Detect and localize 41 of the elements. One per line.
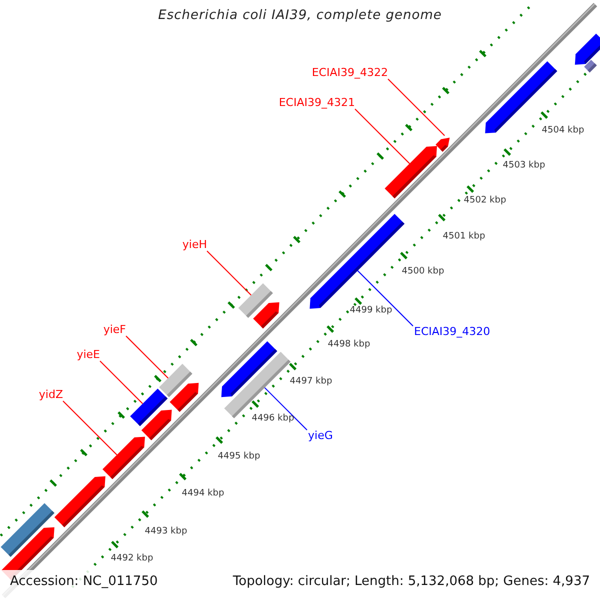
gene-label: ECIAI39_4322: [312, 66, 388, 79]
gene-bar: [170, 382, 199, 412]
tick-label: 4504 kbp: [542, 126, 584, 136]
leader-line: [357, 270, 414, 326]
tick-label: 4502 kbp: [464, 196, 506, 206]
tick-label: 4501 kbp: [442, 232, 486, 242]
gene-label: ECIAI39_4321: [278, 96, 355, 109]
gene-bar: [141, 410, 172, 440]
tick-label: 4494 kbp: [182, 488, 224, 500]
gene-bar: [574, 34, 600, 65]
leader-line: [206, 250, 252, 296]
leader-line: [388, 78, 446, 136]
tick-label: 4492 kbp: [110, 554, 154, 564]
gene-bar: [584, 60, 597, 72]
genome-info: Topology: circular; Length: 5,132,068 bp; Genes: 4,937: [232, 574, 590, 590]
tick-label: 4500 kbp: [402, 266, 444, 278]
tick-label: 4497 kbp: [290, 376, 332, 388]
tick-label: 4498 kbp: [328, 340, 370, 350]
tick-label: 4495 kbp: [218, 452, 260, 462]
tick-label: 4496 kbp: [252, 414, 294, 424]
gene-bar: [253, 302, 280, 328]
leader-line: [264, 387, 308, 430]
genome-info: Accession: NC_011750: [10, 574, 158, 590]
gene-label: yieF: [103, 323, 126, 336]
gene-label: ECIAI39_4320: [414, 325, 490, 338]
gene-bar: [436, 138, 450, 152]
tick-label: 4503 kbp: [502, 160, 546, 172]
gene-label: yieG: [308, 429, 333, 442]
tick-label: 4493 kbp: [144, 526, 188, 538]
leader-line: [354, 108, 410, 164]
gene-bar: [102, 436, 145, 480]
gene-label: yidZ: [38, 388, 63, 401]
tick-label: 4499 kbp: [350, 306, 392, 316]
title: Escherichia coli IAI39, complete genome: [158, 8, 442, 24]
leader-line: [100, 360, 144, 404]
leader-line: [62, 400, 118, 456]
gene-bar: [54, 476, 106, 528]
gene-label: yieE: [76, 348, 100, 361]
gene-bar: [384, 146, 437, 198]
gene-label: yieH: [182, 238, 207, 251]
leader-line: [126, 336, 169, 379]
